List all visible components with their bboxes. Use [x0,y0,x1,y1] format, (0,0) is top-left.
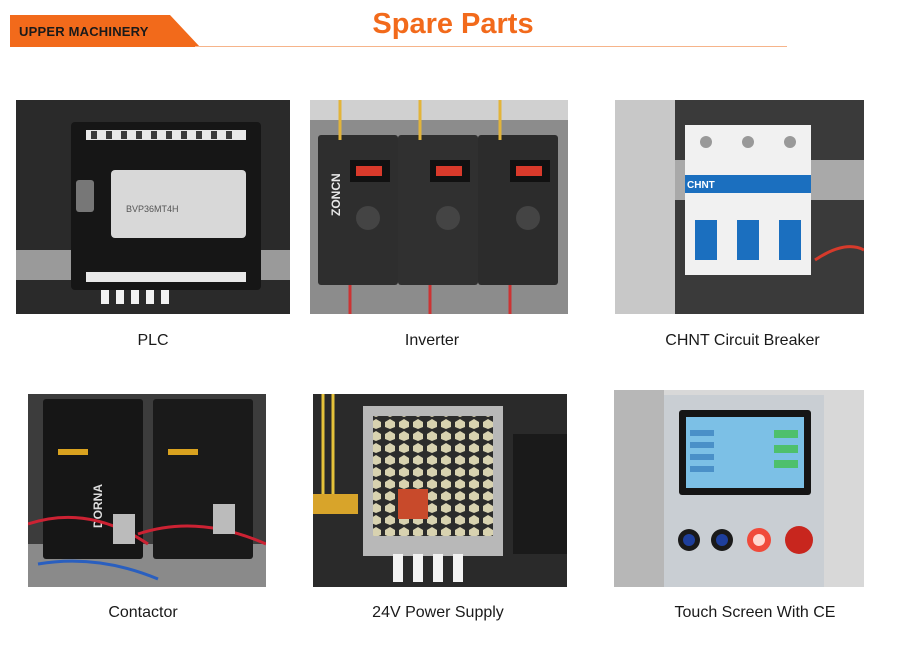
touch-screen-label: Touch Screen With CE [674,604,836,621]
circuit-breaker-label: CHNT Circuit Breaker [665,332,820,349]
page-header: UPPER MACHINERY Spare Parts [0,0,900,60]
contactor-label: Contactor [108,604,178,621]
breaker-brand-text: CHNT [687,180,715,191]
header-divider [195,46,787,47]
brand-name: UPPER MACHINERY [19,24,149,39]
inverter-label: Inverter [404,332,460,349]
plc-model-text: BVP36MT4H [126,204,179,214]
plc-label: PLC [137,332,169,349]
power-supply-label: 24V Power Supply [372,604,504,621]
touch-screen-photo [614,390,864,587]
brand-tab: UPPER MACHINERY [10,15,200,47]
page-title: Spare Parts [372,8,534,40]
inverter-photo: ZONCN [310,100,568,314]
circuit-breaker-photo: CHNT [615,100,864,314]
brand-tab-shape [10,15,200,47]
inverter-brand-text: ZONCN [329,173,343,216]
contactor-brand-text: DORNA [91,484,105,528]
power-supply-photo [313,394,567,587]
contactor-photo: DORNA [28,394,266,587]
plc-photo: BVP36MT4H [16,100,290,314]
